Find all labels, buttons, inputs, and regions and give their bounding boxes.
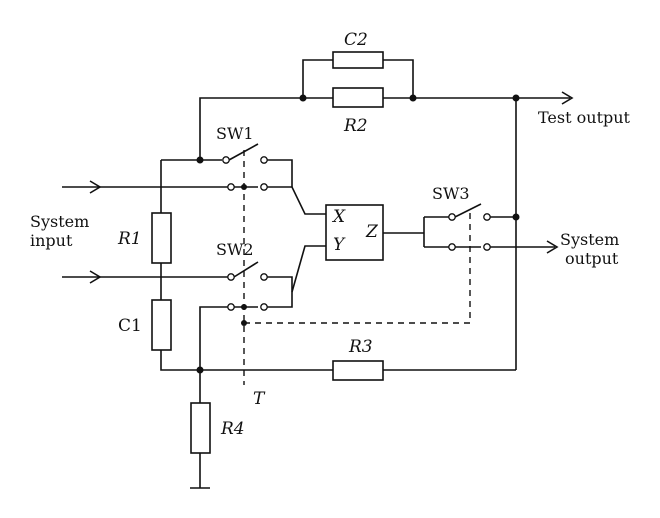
label-c2: C2	[344, 30, 368, 50]
sw2-to-y	[291, 245, 326, 293]
sw2-blade	[233, 261, 259, 278]
sw2-out	[267, 276, 293, 308]
resistor-r2	[332, 87, 384, 108]
sw1-to-x	[267, 186, 326, 215]
label-sw3: SW3	[432, 184, 470, 203]
linkage-dot	[241, 320, 247, 326]
input-arrow-1	[89, 180, 102, 194]
junction-dot	[196, 156, 204, 164]
capacitor-c2	[332, 51, 384, 69]
label-x: X	[331, 207, 346, 227]
switch-sw2	[227, 245, 326, 311]
label-system-input-2: input	[30, 231, 73, 250]
linkage-dot	[241, 184, 247, 190]
label-r1: R1	[117, 229, 142, 249]
input-network	[62, 156, 516, 489]
test-output-arrow	[561, 91, 574, 105]
sw1-out-a	[267, 159, 293, 187]
linkage-to-sw3	[244, 212, 471, 324]
label-z: Z	[365, 222, 379, 242]
resistor-r1	[151, 212, 172, 264]
capacitor-c1	[151, 299, 172, 351]
sw3-feeds	[424, 216, 449, 248]
sw3-blade	[454, 203, 482, 218]
label-system-output-1: System	[560, 230, 619, 249]
label-t: T	[253, 389, 266, 409]
label-sw2: SW2	[216, 240, 254, 259]
wire-c1-to-sw2	[199, 306, 228, 370]
input-arrow-2	[89, 270, 102, 284]
system-output-arrow	[546, 240, 559, 254]
resistor-r3	[332, 360, 384, 381]
logic-block-xyz	[325, 204, 384, 261]
linkage-dot	[241, 304, 247, 310]
label-test-output: Test output	[538, 108, 631, 127]
switch-linkage	[241, 150, 471, 385]
label-y: Y	[333, 235, 346, 255]
resistor-r4	[190, 402, 211, 454]
label-c1: C1	[118, 316, 142, 336]
label-system-output-2: output	[565, 249, 619, 268]
label-r2: R2	[343, 116, 368, 136]
switch-sw1	[222, 143, 326, 215]
label-r3: R3	[348, 337, 373, 357]
label-sw1: SW1	[216, 124, 254, 143]
wire-sw1-to-top	[199, 97, 303, 160]
junction-dot	[299, 94, 307, 102]
label-system-input-1: System	[30, 212, 89, 231]
feedback-network	[199, 51, 574, 370]
junction-dot	[512, 213, 520, 221]
wire-c2-branch	[302, 59, 414, 98]
switch-sw3	[383, 203, 559, 254]
label-r4: R4	[220, 419, 245, 439]
